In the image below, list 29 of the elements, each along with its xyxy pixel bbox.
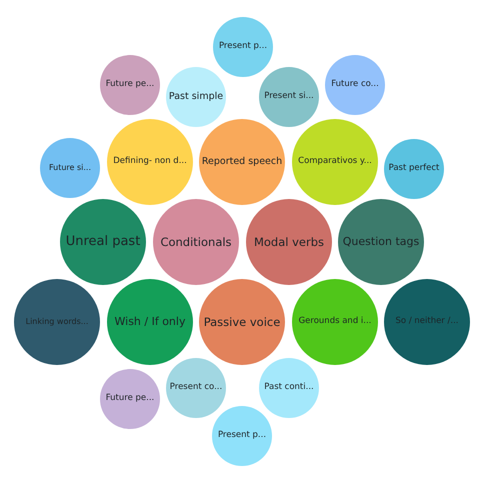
topic-label: Future si... <box>48 164 92 172</box>
topic-label: Future co... <box>331 80 379 90</box>
topic-label: Past perfect <box>388 164 440 174</box>
topic-label: Conditionals <box>160 236 232 248</box>
topic-label: Reported speech <box>202 156 282 168</box>
topic-label: Present p... <box>218 431 266 441</box>
topic-label: Linking words... <box>26 318 88 326</box>
topic-bubble <box>259 358 319 418</box>
topic-label: Present p... <box>218 42 268 52</box>
topic-bubble <box>166 67 226 127</box>
topic-bubble <box>213 17 273 77</box>
topic-bubble <box>212 406 272 466</box>
topic-label: Present co... <box>170 383 222 393</box>
topic-label: Present si... <box>264 92 314 102</box>
topic-label: Modal verbs <box>254 236 324 248</box>
topic-bubble <box>259 67 319 127</box>
topic-label: Gerounds and i... <box>298 317 372 327</box>
topic-label: Passive voice <box>204 316 280 328</box>
topic-label: Wish / If only <box>114 316 186 328</box>
topic-label: Future pe... <box>106 394 154 404</box>
topic-label: Past conti... <box>264 383 314 393</box>
topic-label: Comparativos y... <box>298 157 372 167</box>
topic-label: Future pe... <box>106 80 154 90</box>
topic-label: Past simple <box>168 92 224 102</box>
topic-label: Unreal past <box>66 234 140 250</box>
topic-label: Defining- non d... <box>113 157 187 167</box>
topic-label: So / neither /... <box>396 317 458 327</box>
topic-bubble <box>166 358 226 418</box>
topic-label: Question tags <box>342 236 420 248</box>
